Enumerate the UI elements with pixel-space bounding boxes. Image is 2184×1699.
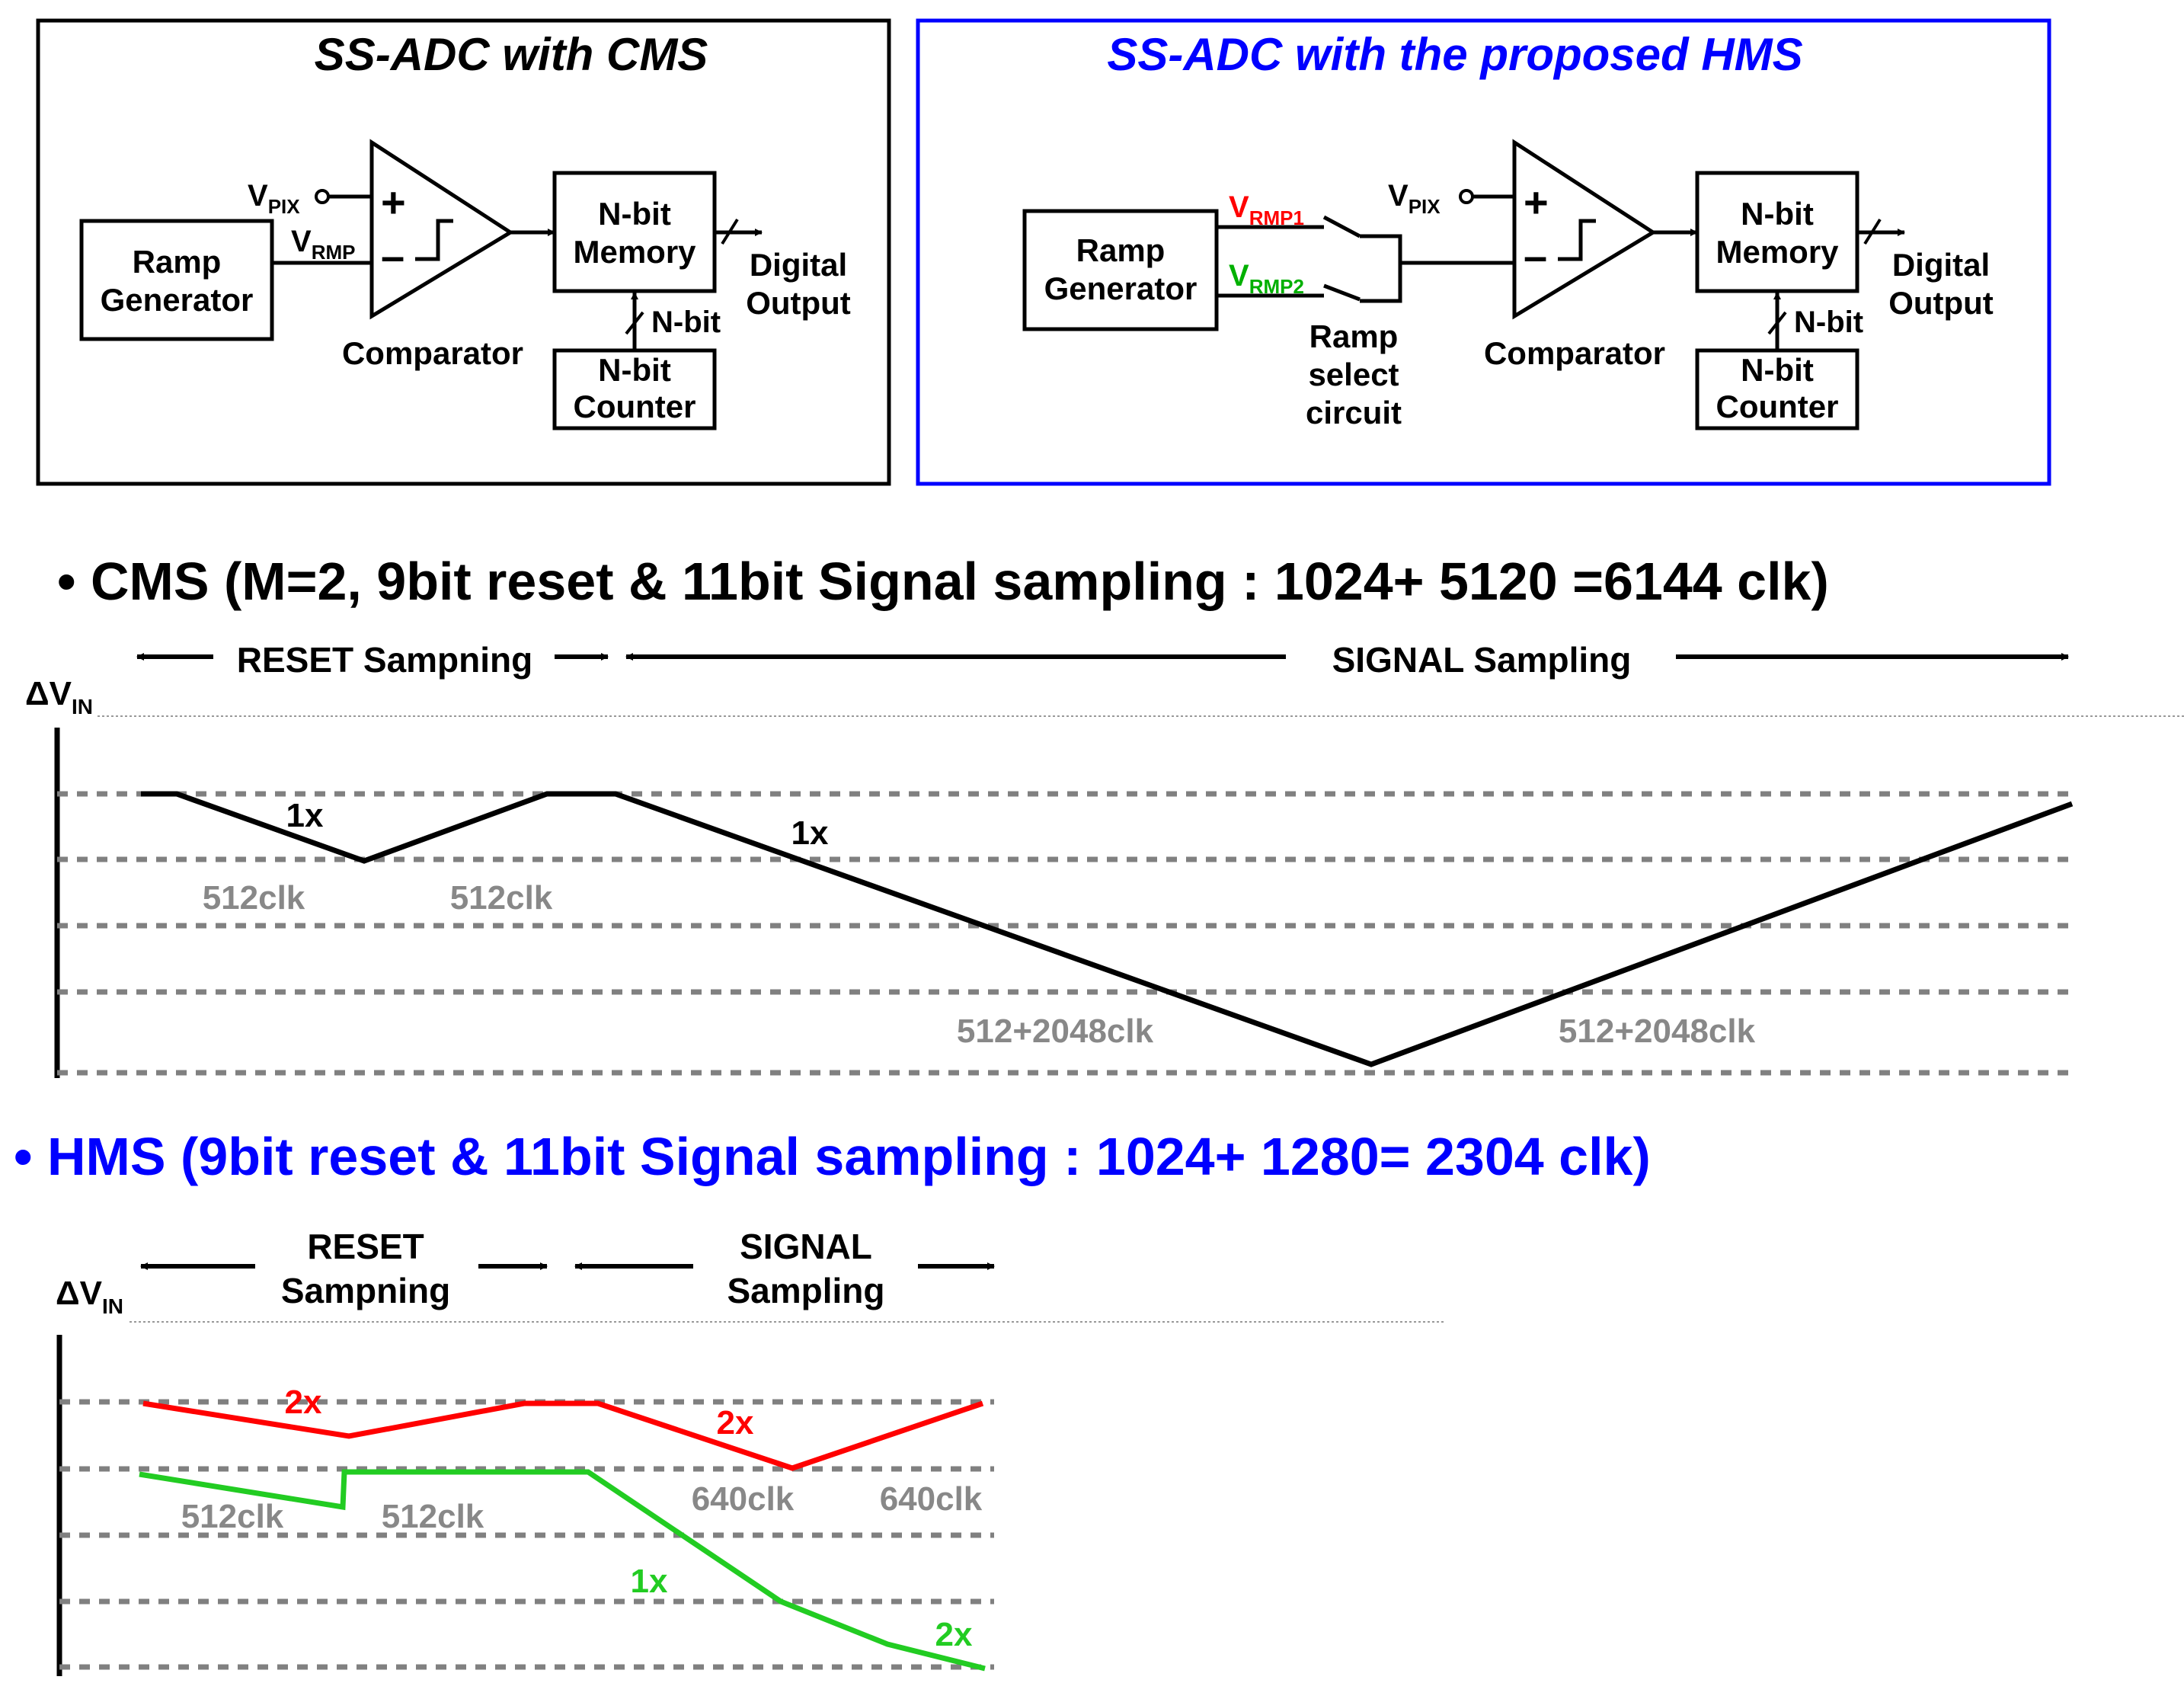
cms-bus-label: N-bit <box>651 306 721 339</box>
hms-vrmp2-label: VRMP2 <box>1229 259 1304 298</box>
hms-vrmp2-waveform <box>139 1469 986 1672</box>
cms-comparator-minus: – <box>381 232 405 280</box>
cms-timing-diagram: • CMS (M=2, 9bit reset & 11bit Signal sa… <box>25 552 2184 1078</box>
hms-digital-output-line2: Output <box>1888 285 1994 321</box>
cms-output-bus-slash <box>721 218 739 245</box>
hms-ramp-select-line1: Ramp <box>1309 318 1399 354</box>
hms-clk-label: 512clk <box>382 1498 484 1535</box>
hms-clk-label: 640clk <box>880 1480 983 1518</box>
hms-comparator-step-icon <box>1558 219 1596 261</box>
hms-red-slope-label: 2x <box>285 1384 322 1421</box>
hms-signal-label-line1: SIGNAL <box>740 1227 872 1266</box>
hms-vrmp1-label: VRMP1 <box>1229 190 1304 229</box>
hms-signal-label-line2: Sampling <box>727 1271 884 1310</box>
cms-slope-label: 1x <box>286 797 324 834</box>
hms-switch-node <box>1360 234 1402 303</box>
cms-counter-line2: Counter <box>574 389 696 424</box>
hms-frame <box>916 18 2051 486</box>
cms-frame <box>36 18 891 486</box>
hms-title: SS-ADC with the proposed HMS <box>1107 29 1802 80</box>
hms-comparator-label: Comparator <box>1484 335 1665 371</box>
hms-counter-line2: Counter <box>1716 389 1839 424</box>
cms-ramp-generator-box <box>79 219 274 341</box>
hms-switch1 <box>1322 215 1361 238</box>
hms-vpix-label: VPIX <box>1388 179 1441 218</box>
cms-vrmp-label: VRMP <box>291 225 355 264</box>
hms-block: SS-ADC with the proposed HMS Ramp Genera… <box>916 18 2051 486</box>
hms-timing-diagram: • HMS (9bit reset & 11bit Signal samplin… <box>14 1127 1651 1676</box>
hms-counter-bus-slash <box>1767 311 1787 335</box>
cms-digital-output-line2: Output <box>746 285 851 321</box>
cms-heading: • CMS (M=2, 9bit reset & 11bit Signal sa… <box>57 552 1829 611</box>
hms-ramp-generator-line1: Ramp <box>1076 232 1166 268</box>
hms-comparator <box>1512 139 1657 320</box>
hms-memory-line1: N-bit <box>1741 196 1814 232</box>
hms-clk-label: 640clk <box>692 1480 795 1518</box>
cms-memory-line2: Memory <box>573 234 696 270</box>
cms-vpix-terminal <box>315 189 330 204</box>
hms-memory-box <box>1695 171 1859 293</box>
cms-comparator-step-icon <box>415 219 453 261</box>
hms-y-axis-label: ΔVIN <box>56 1275 123 1318</box>
hms-heading: • HMS (9bit reset & 11bit Signal samplin… <box>14 1127 1651 1186</box>
hms-ramp-select-line2: select <box>1308 357 1399 392</box>
hms-comparator-plus: + <box>1524 178 1549 226</box>
cms-digital-output-line1: Digital <box>750 247 847 283</box>
cms-counter-line1: N-bit <box>598 352 671 388</box>
hms-ramp-generator-line2: Generator <box>1044 270 1198 306</box>
hms-red-slope-label: 2x <box>717 1404 754 1441</box>
cms-counter-bus-slash <box>625 311 644 335</box>
cms-title: SS-ADC with CMS <box>315 29 708 80</box>
cms-reset-label: RESET Sampning <box>237 640 532 680</box>
hms-ramp-generator-box <box>1022 209 1219 331</box>
cms-clk-label: 512clk <box>450 879 553 917</box>
hms-green-slope-label: 2x <box>935 1616 973 1653</box>
hms-switch2 <box>1323 283 1361 302</box>
hms-reset-label-line1: RESET <box>307 1227 424 1266</box>
hms-clk-label: 512clk <box>181 1498 284 1535</box>
cms-comparator <box>369 139 514 320</box>
cms-clk-label: 512+2048clk <box>957 1013 1154 1050</box>
cms-ramp-generator-line2: Generator <box>101 282 254 318</box>
cms-vpix-label: VPIX <box>248 179 300 218</box>
hms-comparator-minus: – <box>1524 232 1547 280</box>
cms-ramp-waveform <box>141 791 2074 1067</box>
hms-digital-output-line1: Digital <box>1892 247 1990 283</box>
cms-memory-line1: N-bit <box>598 196 671 232</box>
cms-memory-box <box>552 171 717 293</box>
cms-comparator-label: Comparator <box>342 335 523 371</box>
hms-vpix-terminal <box>1459 189 1474 204</box>
hms-ramp-select-line3: circuit <box>1306 395 1402 430</box>
cms-clk-label: 512clk <box>203 879 305 917</box>
hms-counter-line1: N-bit <box>1741 352 1814 388</box>
cms-clk-label: 512+2048clk <box>1559 1013 1756 1050</box>
hms-green-slope-label: 1x <box>631 1563 668 1600</box>
cms-signal-label: SIGNAL Sampling <box>1332 640 1632 680</box>
hms-reset-label-line2: Sampning <box>281 1271 450 1310</box>
cms-y-axis-label: ΔVIN <box>25 675 93 718</box>
hms-vrmp1-waveform <box>142 1400 984 1471</box>
hms-bus-label: N-bit <box>1794 306 1863 339</box>
hms-memory-line2: Memory <box>1716 234 1839 270</box>
cms-block: SS-ADC with CMS Ramp Generator VPIX VRMP… <box>36 18 891 486</box>
cms-comparator-plus: + <box>381 178 406 226</box>
cms-slope-label: 1x <box>791 814 829 852</box>
hms-output-bus-slash <box>1863 218 1882 245</box>
cms-ramp-generator-line1: Ramp <box>133 244 222 280</box>
